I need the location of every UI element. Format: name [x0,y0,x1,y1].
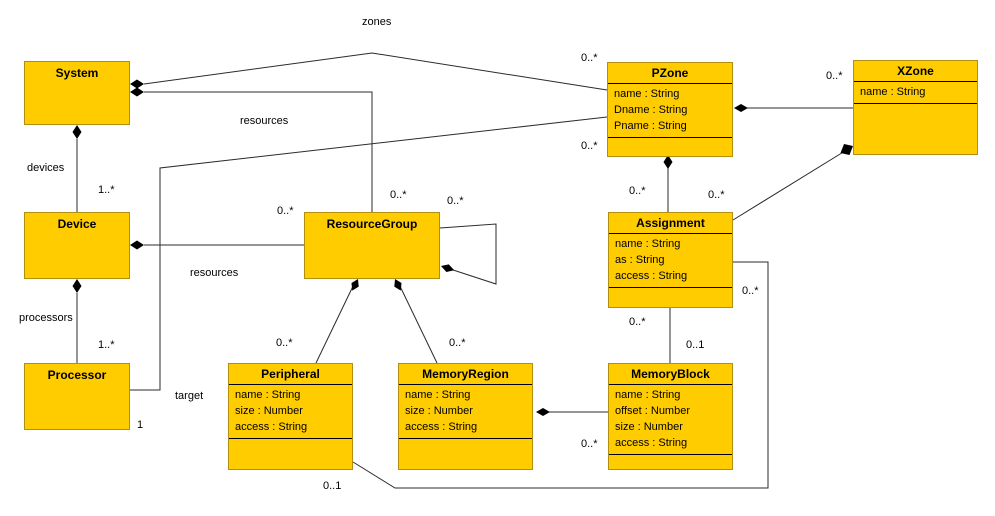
composition-diamond-system-resources [130,87,144,97]
class-memoryregion-body [399,439,532,469]
class-xzone-title: XZone [854,61,977,82]
multiplicity-assignment-peripheral: 0..* [742,285,759,297]
class-assignment-body [609,288,732,307]
multiplicity-device: 1..* [98,184,115,196]
class-xzone[interactable]: XZone name : String [853,60,978,155]
assoc-resourcegroup-self [439,223,497,285]
composition-diamond-rg-peripheral [351,279,359,291]
assoc-label-resources-device: resources [190,267,239,279]
class-memoryblock[interactable]: MemoryBlock name : String offset : Numbe… [608,363,733,470]
multiplicity-rg-device: 0..* [277,205,294,217]
attribute: name : String [614,88,680,100]
multiplicity-pzone-target: 0..* [581,140,598,152]
attribute: Dname : String [614,104,688,116]
composition-diamond-rg-self [441,264,455,272]
attribute: name : String [405,389,471,401]
attribute: access : String [615,270,688,282]
attribute: access : String [405,421,478,433]
assoc-label-target: target [175,390,204,402]
class-peripheral-attributes: name : String size : Number access : Str… [229,385,352,439]
class-processor-title: Processor [47,368,107,382]
class-memoryblock-title: MemoryBlock [609,364,732,385]
class-resourcegroup[interactable]: ResourceGroup [304,212,440,279]
assoc-system-resourcegroup [144,91,373,212]
class-resourcegroup-title: ResourceGroup [326,217,418,231]
attribute: access : String [615,437,688,449]
class-pzone-title: PZone [608,63,732,84]
attribute: size : Number [405,405,473,417]
class-system[interactable]: System [24,61,130,125]
assoc-assignment-peripheral [352,261,769,489]
multiplicity-target-processor: 1 [137,419,144,431]
multiplicity-peripheral: 0..* [276,337,293,349]
class-peripheral-body [229,439,352,469]
class-device-title: Device [57,217,97,231]
assoc-xzone-assignment [732,150,846,221]
assoc-label-resources-system: resources [240,115,289,127]
multiplicity-pzone-zones: 0..* [581,52,598,64]
attribute: access : String [235,421,308,433]
multiplicity-processor: 1..* [98,339,115,351]
attribute: name : String [235,389,301,401]
class-device-body [25,234,129,278]
attribute: size : Number [615,421,683,433]
composition-diamond-pzone-assignment [663,155,673,169]
multiplicity-memoryblock-assignment: 0..1 [686,339,705,351]
class-memoryblock-attributes: name : String offset : Number size : Num… [609,385,732,455]
class-resourcegroup-body [305,234,439,278]
multiplicity-memoryregion: 0..* [449,337,466,349]
composition-diamond-system-zones [130,79,144,89]
attribute: name : String [860,86,926,98]
multiplicity-assignment-xzone: 0..* [708,189,725,201]
class-processor[interactable]: Processor [24,363,130,430]
multiplicity-rg-self: 0..* [447,195,464,207]
composition-diamond-memoryregion [536,408,550,416]
class-pzone[interactable]: PZone name : String Dname : String Pname… [607,62,733,157]
multiplicity-assignment-pzone: 0..* [629,185,646,197]
attribute: name : String [615,238,681,250]
composition-diamond-rg-memoryregion [394,279,402,291]
assoc-label-zones: zones [362,16,392,28]
class-assignment-title: Assignment [609,213,732,234]
class-processor-body [25,385,129,429]
multiplicity-memoryblock-memoryregion: 0..* [581,438,598,450]
multiplicity-rg-system: 0..* [390,189,407,201]
attribute: size : Number [235,405,303,417]
composition-diamond-system-devices [72,125,82,139]
multiplicity-assignment-memoryblock: 0..* [629,316,646,328]
attribute: offset : Number [615,405,690,417]
class-pzone-body [608,138,732,156]
class-memoryregion[interactable]: MemoryRegion name : String size : Number… [398,363,533,470]
assoc-system-pzone-zones [143,52,608,91]
class-assignment-attributes: name : String as : String access : Strin… [609,234,732,288]
assoc-resourcegroup-peripheral [315,281,356,364]
class-memoryregion-title: MemoryRegion [399,364,532,385]
class-xzone-body [854,104,977,154]
composition-diamond-device-processors [72,279,82,293]
class-system-title: System [55,66,99,80]
attribute: as : String [615,254,665,266]
class-assignment[interactable]: Assignment name : String as : String acc… [608,212,733,308]
class-device[interactable]: Device [24,212,130,279]
composition-diamond-xzone-assignment [840,144,853,155]
class-system-body [25,83,129,124]
attribute: name : String [615,389,681,401]
multiplicity-xzone-pzone: 0..* [826,70,843,82]
assoc-label-devices: devices [27,162,65,174]
class-memoryregion-attributes: name : String size : Number access : Str… [399,385,532,439]
assoc-resourcegroup-memoryregion [397,281,438,364]
assoc-label-processors: processors [19,312,73,324]
composition-diamond-pzone-xzone [734,104,748,112]
attribute: Pname : String [614,120,687,132]
assoc-processor-pzone-target [130,116,608,391]
class-memoryblock-body [609,455,732,469]
multiplicity-peripheral-assignment: 0..1 [323,480,342,492]
class-pzone-attributes: name : String Dname : String Pname : Str… [608,84,732,138]
composition-diamond-device-resources [130,240,144,250]
class-peripheral[interactable]: Peripheral name : String size : Number a… [228,363,353,470]
class-peripheral-title: Peripheral [229,364,352,385]
class-xzone-attributes: name : String [854,82,977,104]
